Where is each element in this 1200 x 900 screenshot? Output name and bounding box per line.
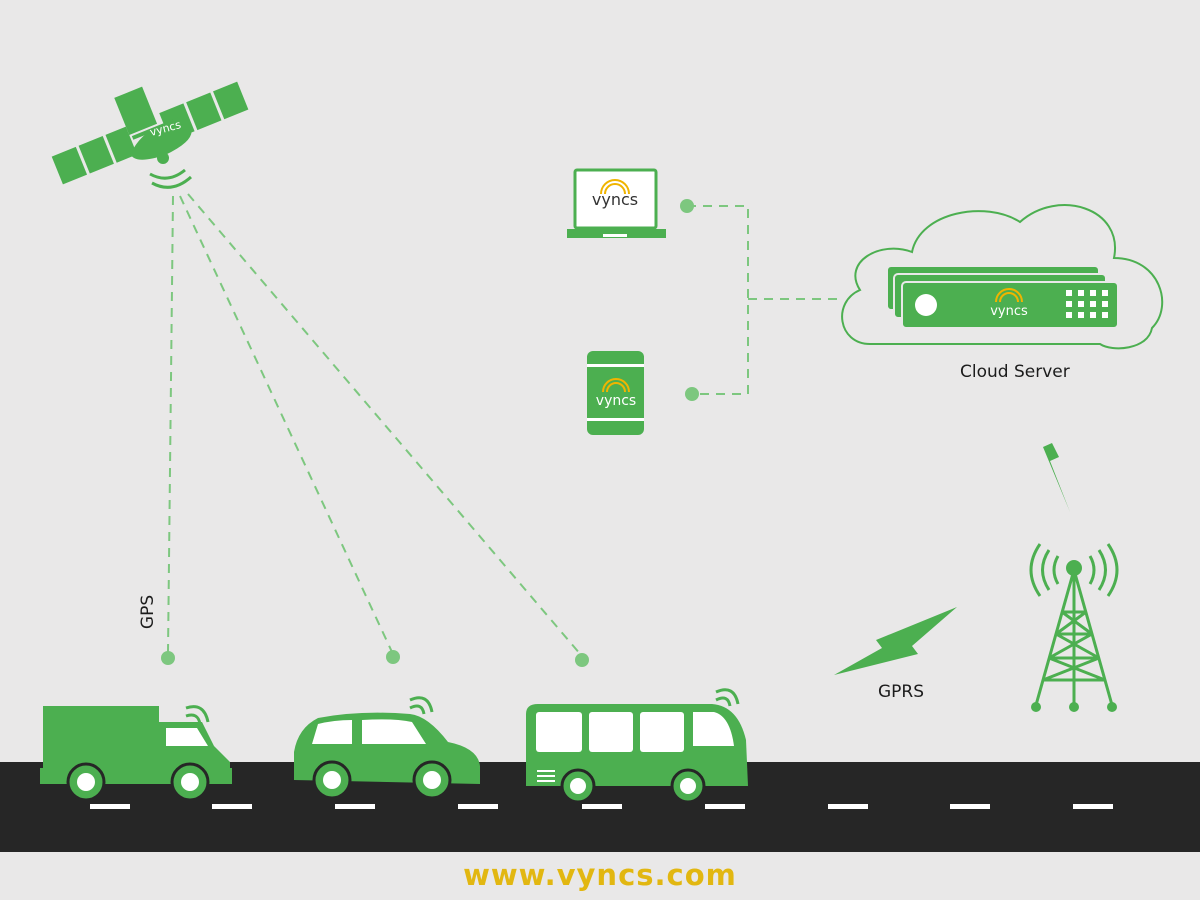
gps-endpoint-truck <box>161 651 175 665</box>
gps-link-bus <box>187 193 582 656</box>
phone-link-dot <box>685 387 699 401</box>
truck-icon <box>40 705 232 802</box>
gprs-label: GPRS <box>878 682 925 702</box>
gps-link-car <box>179 195 393 653</box>
server-icon: vyncs <box>886 265 1119 329</box>
phone-logo: vyncs <box>596 393 636 409</box>
laptop-logo: vyncs <box>592 190 638 209</box>
satellite-icon: vyncs <box>51 81 249 189</box>
car-icon <box>294 696 480 800</box>
gps-endpoint-bus <box>575 653 589 667</box>
gps-links <box>167 193 582 656</box>
gps-endpoint-car <box>386 650 400 664</box>
cloud-server-label: Cloud Server <box>960 362 1070 382</box>
laptop-icon: vyncs <box>567 168 666 238</box>
network-links <box>687 205 838 395</box>
bus-icon <box>526 688 748 804</box>
cell-tower-icon <box>1029 543 1119 712</box>
phone-icon: vyncs <box>587 351 644 435</box>
road-markings <box>90 804 1113 809</box>
website-url: www.vyncs.com <box>463 858 737 892</box>
cloud-icon <box>841 204 1164 350</box>
lightning-icon <box>1032 403 1070 512</box>
gps-label: GPS <box>138 594 158 630</box>
laptop-link-dot <box>680 199 694 213</box>
gps-link-truck <box>167 195 174 653</box>
server-logo: vyncs <box>990 304 1028 319</box>
lightning-icon <box>834 607 957 675</box>
